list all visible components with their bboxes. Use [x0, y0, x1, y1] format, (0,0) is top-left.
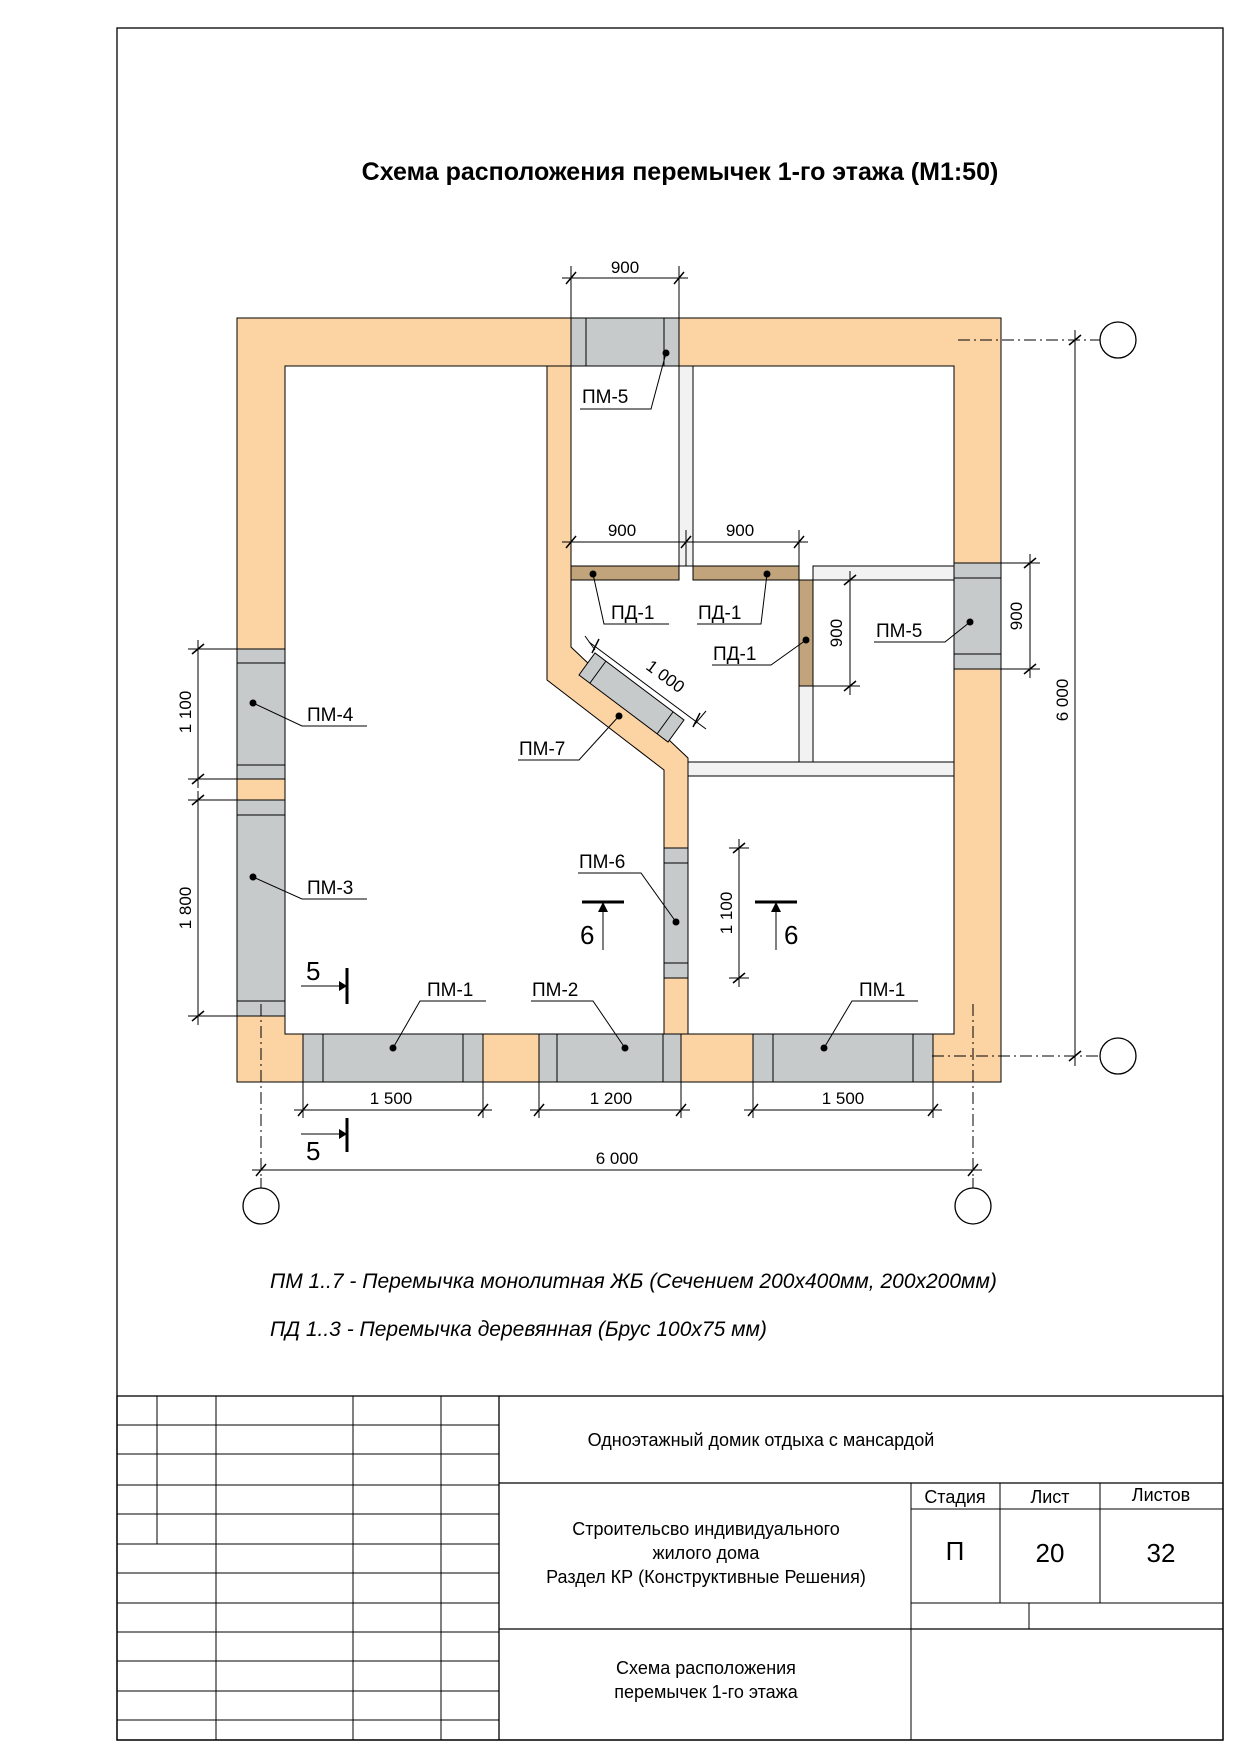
- label-pd1-c: ПД-1: [713, 644, 756, 665]
- dim-right-total: 6 000: [1053, 679, 1072, 722]
- tb-section-line3: Раздел КР (Конструктивные Решения): [546, 1567, 866, 1587]
- section-marks: 5 5 6 6: [301, 900, 798, 1166]
- title-block: Одноэтажный домик отдыха с мансардой Стр…: [116, 1395, 1224, 1741]
- section-6-left: 6: [580, 920, 594, 950]
- label-pd1-a: ПД-1: [611, 603, 654, 624]
- tb-sheet: 20: [1036, 1538, 1065, 1568]
- lintel-pm7: [578, 652, 685, 743]
- lintel-pm4: [236, 648, 286, 780]
- label-pm4: ПМ-4: [307, 705, 354, 726]
- axis-bubble-right-bottom: [1099, 1037, 1137, 1075]
- dim-left-lower: 1 800: [176, 887, 195, 930]
- tb-stage-header: Стадия: [924, 1487, 985, 1507]
- dim-inner-pm6: 1 100: [717, 892, 736, 935]
- labels: ПМ-5 ПД-1 ПД-1 ПД-1 ПМ-5 ПМ-4 ПМ-7 ПМ-3 …: [249, 349, 974, 1052]
- wood-lintel-pd1-a: [570, 565, 680, 581]
- dim-bottom-2: 1 200: [590, 1089, 633, 1108]
- label-pm2: ПМ-2: [532, 980, 578, 1001]
- tb-stage: П: [946, 1536, 965, 1566]
- dim-left-upper: 1 100: [176, 691, 195, 734]
- drawing-title: Схема расположения перемычек 1-го этажа …: [362, 158, 999, 186]
- tb-sheet-header: Лист: [1030, 1487, 1069, 1507]
- axis-bubble-bottom-left: [242, 1187, 280, 1225]
- tb-sheets-header: Листов: [1132, 1485, 1190, 1505]
- dim-inner-vertical: 900: [827, 619, 846, 647]
- dim-inner-right: 900: [726, 521, 754, 540]
- note-pm: ПМ 1..7 - Перемычка монолитная ЖБ (Сечен…: [270, 1270, 997, 1293]
- note-pd: ПД 1..3 - Перемычка деревянная (Брус 100…: [270, 1318, 767, 1341]
- label-pm6: ПМ-6: [579, 852, 625, 873]
- section-6-right: 6: [784, 920, 798, 950]
- section-5-bottom: 5: [306, 1136, 320, 1166]
- dim-diagonal: 1 000: [643, 656, 689, 697]
- lintel-pm5-right: [953, 562, 1002, 670]
- dim-right-opening: 900: [1007, 602, 1026, 630]
- partition-horizontal-lower: [687, 761, 955, 777]
- label-pm7: ПМ-7: [519, 739, 565, 760]
- dim-bottom-3: 1 500: [822, 1089, 865, 1108]
- lintel-pm1-left: [302, 1033, 484, 1083]
- partition-horizontal-right: [812, 565, 955, 581]
- axis-bubble-right-top: [1099, 321, 1137, 359]
- tb-project: Одноэтажный домик отдыха с мансардой: [588, 1430, 935, 1450]
- axis-bubble-bottom-right: [954, 1187, 992, 1225]
- label-pm1-right: ПМ-1: [859, 980, 905, 1001]
- wood-lintel-pd1-c: [798, 579, 814, 687]
- grid-axes: [242, 321, 1137, 1225]
- tb-section-line1: Строительсво индивидуального: [572, 1519, 840, 1539]
- label-pm5-right: ПМ-5: [876, 621, 922, 642]
- tb-section-line2: жилого дома: [653, 1543, 761, 1563]
- section-5-top: 5: [306, 956, 320, 986]
- label-pm3: ПМ-3: [307, 878, 353, 899]
- label-pm5-top: ПМ-5: [582, 387, 628, 408]
- tb-sheet-line2: перемычек 1-го этажа: [614, 1682, 798, 1702]
- lintel-pm1-right: [752, 1033, 934, 1083]
- dim-inner-left: 900: [608, 521, 636, 540]
- dim-bottom-1: 1 500: [370, 1089, 413, 1108]
- floor-plan: [236, 317, 1002, 1083]
- lintel-pm6: [663, 847, 689, 979]
- lintel-pm3: [236, 799, 286, 1017]
- dim-bottom-total: 6 000: [596, 1149, 639, 1168]
- tb-sheets: 32: [1147, 1538, 1176, 1568]
- label-pd1-b: ПД-1: [698, 603, 741, 624]
- wood-lintel-pd1-b: [692, 565, 800, 581]
- tb-sheet-line1: Схема расположения: [616, 1658, 796, 1678]
- label-pm1-left: ПМ-1: [427, 980, 473, 1001]
- dim-top-opening: 900: [611, 258, 639, 277]
- lintel-pm2: [538, 1033, 682, 1083]
- lintel-pm5-top: [570, 317, 680, 367]
